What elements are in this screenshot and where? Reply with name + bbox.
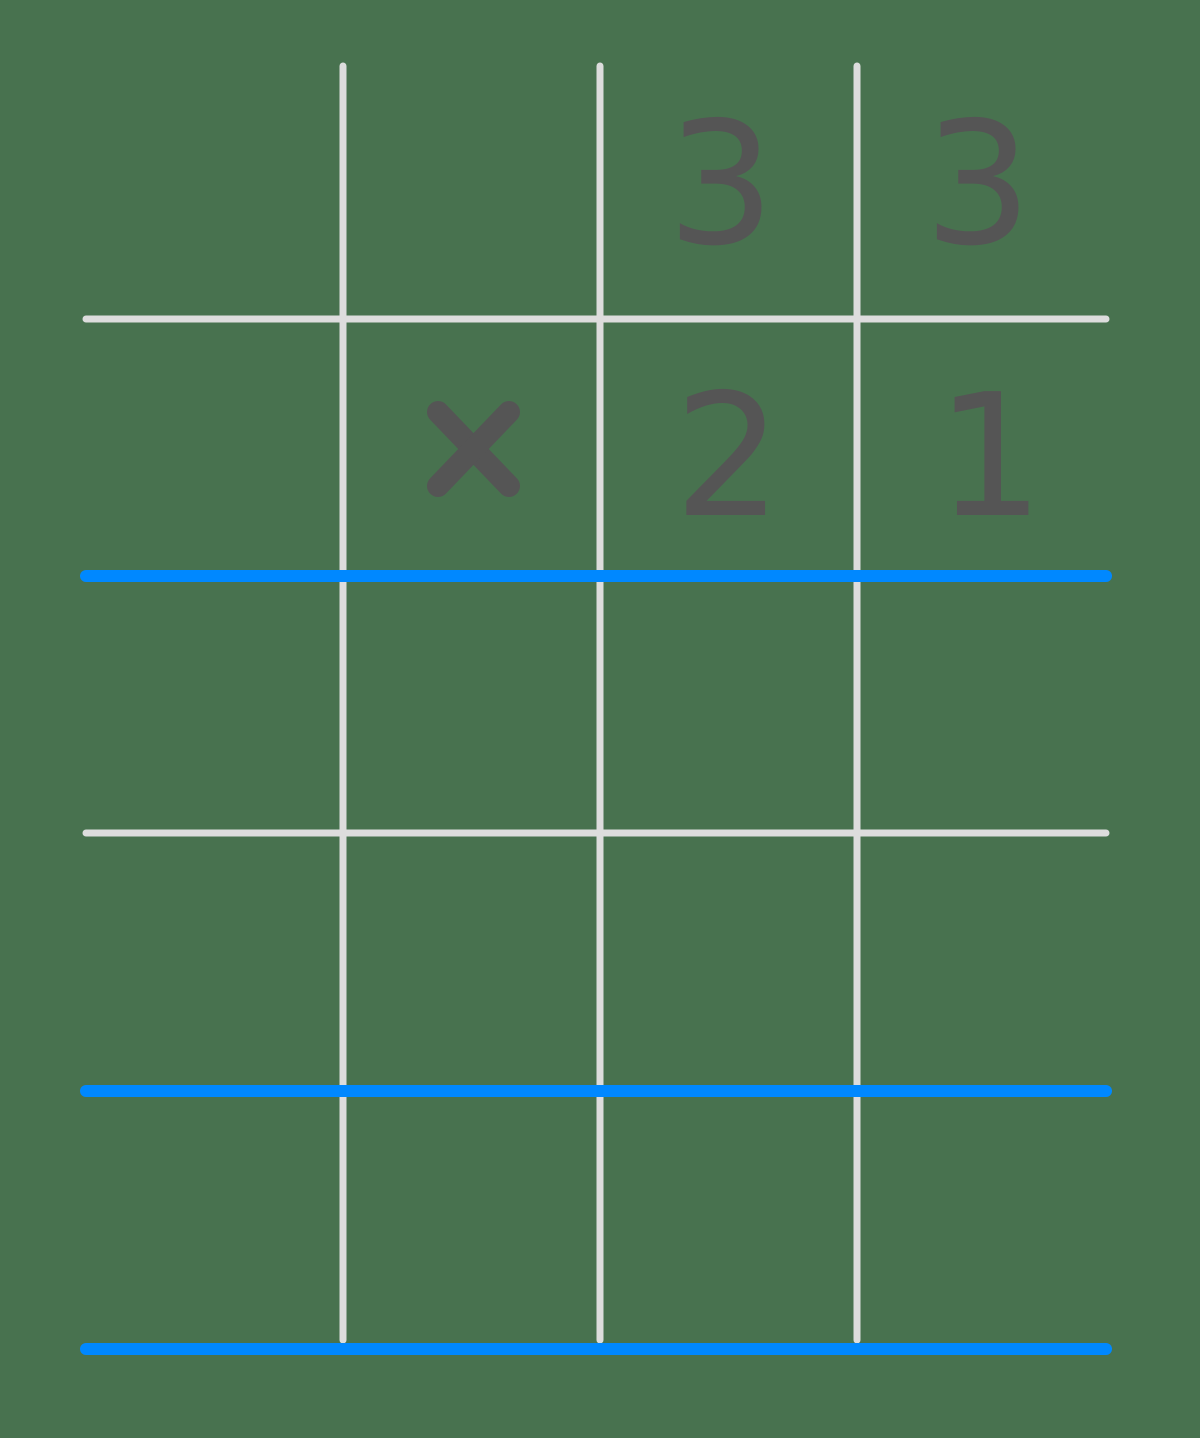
multiply-icon [427, 401, 520, 497]
multiplicand-ones-digit: 3 [923, 86, 1033, 284]
multiplier-tens-digit: 2 [673, 358, 783, 556]
multiplier-ones-digit: 1 [935, 358, 1045, 556]
multiplicand-tens-digit: 3 [666, 86, 776, 284]
